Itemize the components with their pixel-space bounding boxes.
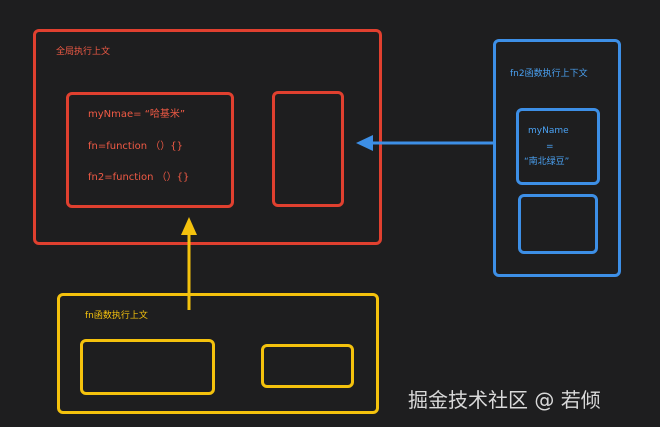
global-context-title: 全局执行上文	[56, 47, 111, 57]
global-var-fn2: fn2=function （）{}	[88, 172, 190, 183]
global-empty-box	[272, 91, 344, 207]
fn-context-frame	[57, 293, 379, 414]
global-var-fn: fn=function （）{}	[88, 141, 183, 152]
fn2-var-equals: =	[546, 142, 554, 152]
fn-context-title: fn函数执行上文	[85, 311, 148, 321]
global-variable-box	[66, 92, 234, 208]
fn2-variable-box	[516, 108, 600, 185]
fn2-var-value: “南北绿豆”	[524, 157, 570, 167]
watermark: 掘金技术社区 @ 若倾	[408, 388, 601, 412]
fn-right-box	[261, 344, 354, 388]
fn2-context-frame	[493, 39, 621, 277]
global-var-myname: myNmae= “哈基米”	[88, 109, 186, 120]
fn-to-global-arrow	[181, 217, 197, 310]
fn-left-box	[80, 339, 215, 395]
fn2-to-global-arrow	[356, 135, 496, 151]
fn2-context-title: fn2函数执行上下文	[510, 69, 588, 79]
fn2-var-name: myName	[528, 126, 569, 136]
fn2-empty-box	[518, 194, 598, 254]
global-context-frame	[33, 29, 382, 245]
